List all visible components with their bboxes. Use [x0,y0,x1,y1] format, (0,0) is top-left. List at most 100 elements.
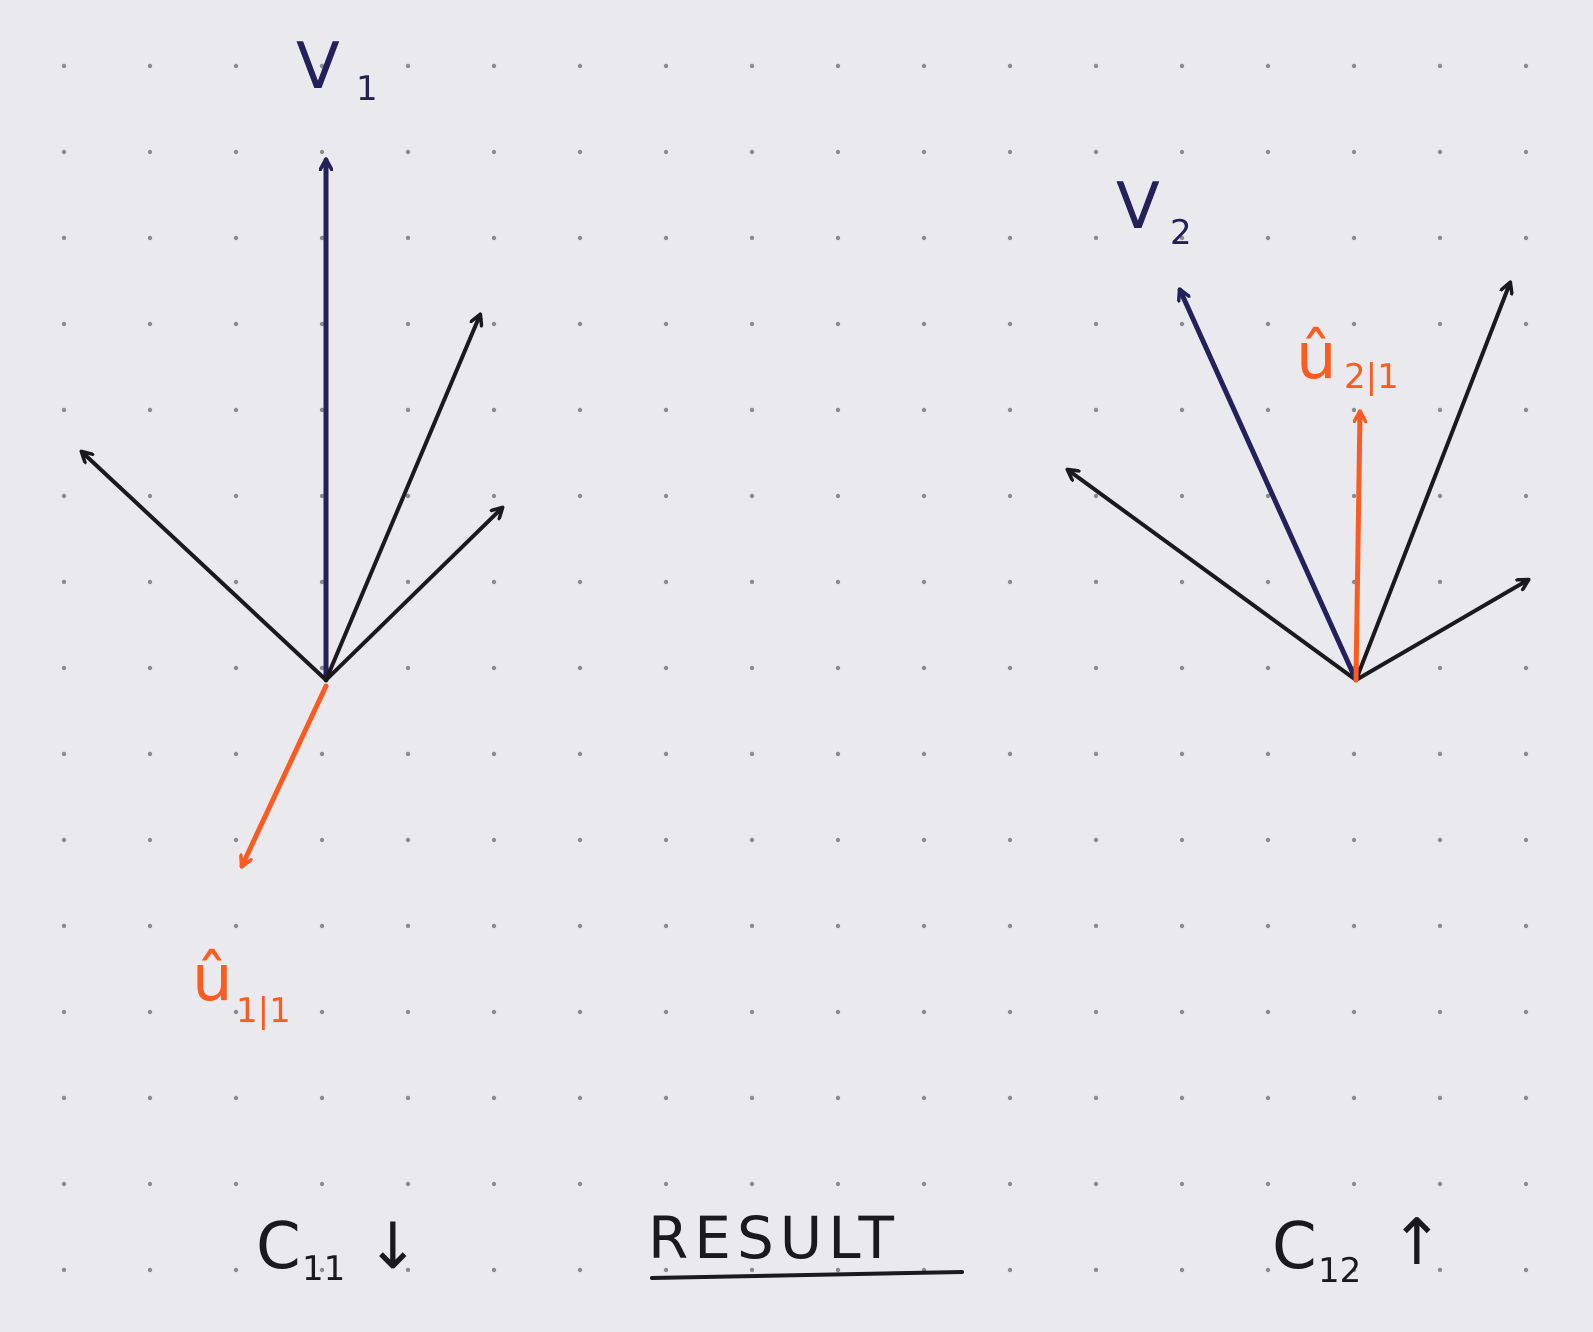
grid-dot [1265,321,1271,327]
grid-dot [1093,63,1099,69]
grid-dot [1351,149,1357,155]
grid-dot [319,837,325,843]
grid-dot [835,579,841,585]
grid-dot [491,665,497,671]
right-vector-diagram: V 2 û 2|1 C 12 ↑ [1068,170,1528,1291]
grid-dot [319,493,325,499]
grid-dot [1523,1267,1529,1273]
grid-dot [405,149,411,155]
grid-dot [233,493,239,499]
grid-dot [405,665,411,671]
grid-dot [749,1095,755,1101]
grid-dot [663,1095,669,1101]
grid-dot [1179,1009,1185,1015]
grid-dot [1265,837,1271,843]
grid-dot [61,407,67,413]
grid-dot [1007,321,1013,327]
grid-dot [835,407,841,413]
grid-dot [921,579,927,585]
grid-dot [233,579,239,585]
grid-dot [491,149,497,155]
right-c12-subscript: 12 [1318,1251,1361,1291]
grid-dot [749,235,755,241]
left-black-arrow-upper-left [82,452,328,682]
grid-dot [835,235,841,241]
grid-dot [1179,751,1185,757]
grid-dot [663,1181,669,1187]
grid-dot [663,1009,669,1015]
grid-dot [577,1009,583,1015]
grid-dot [921,837,927,843]
grid-dot [1007,493,1013,499]
grid-dot [1437,235,1443,241]
grid-dot [233,837,239,843]
grid-dot [1007,837,1013,843]
grid-dot [491,579,497,585]
grid-dot [1093,665,1099,671]
grid-dot [577,1181,583,1187]
grid-dot [1351,1267,1357,1273]
grid-dot [1437,321,1443,327]
grid-dot [491,1009,497,1015]
grid-dot [319,63,325,69]
grid-dot [1265,751,1271,757]
grid-dot [405,837,411,843]
grid-dot [319,321,325,327]
grid-dot [835,321,841,327]
grid-dot [1437,1009,1443,1015]
grid-dot [663,149,669,155]
grid-dot [1093,407,1099,413]
grid-dot [319,665,325,671]
grid-dot [1179,321,1185,327]
grid-dot [749,579,755,585]
grid-dot [749,1181,755,1187]
grid-dot [1265,579,1271,585]
grid-dot [835,1095,841,1101]
left-decrease-arrow-icon: ↓ [366,1210,420,1284]
grid-dot [577,1267,583,1273]
grid-dot [1523,407,1529,413]
grid-dot [491,923,497,929]
grid-dot [1437,751,1443,757]
result-underline [650,1270,964,1280]
grid-dot [749,665,755,671]
grid-dot [1093,493,1099,499]
grid-dot [835,63,841,69]
grid-dot [1437,837,1443,843]
grid-dot [1351,1095,1357,1101]
grid-dot [663,407,669,413]
grid-dot [577,665,583,671]
right-u21-subscript: 2|1 [1344,357,1399,397]
grid-dot [319,579,325,585]
grid-dot [319,1267,325,1273]
grid-dot [663,235,669,241]
right-c12-label: C [1272,1210,1317,1284]
grid-dot [1007,923,1013,929]
grid-dot [147,149,153,155]
grid-dot [1179,1181,1185,1187]
grid-dot [577,493,583,499]
grid-dot [1351,923,1357,929]
grid-dot [921,751,927,757]
grid-dot [1437,579,1443,585]
grid-dot [1093,1181,1099,1187]
grid-dot [1007,665,1013,671]
grid-dot [749,407,755,413]
grid-dot [1437,493,1443,499]
grid-dot [577,63,583,69]
grid-dot [835,1009,841,1015]
grid-dot [1179,665,1185,671]
grid-dot [319,1181,325,1187]
grid-dot [1093,1009,1099,1015]
grid-dot [835,751,841,757]
grid-dot [1179,493,1185,499]
grid-dot [491,63,497,69]
result-heading: RESULT [648,1204,900,1272]
grid-dot [1007,235,1013,241]
grid-dot [921,923,927,929]
grid-dot [1265,149,1271,155]
grid-dot [663,321,669,327]
grid-dot [577,579,583,585]
grid-dot [1093,149,1099,155]
right-black-arrow-left [1068,470,1358,682]
